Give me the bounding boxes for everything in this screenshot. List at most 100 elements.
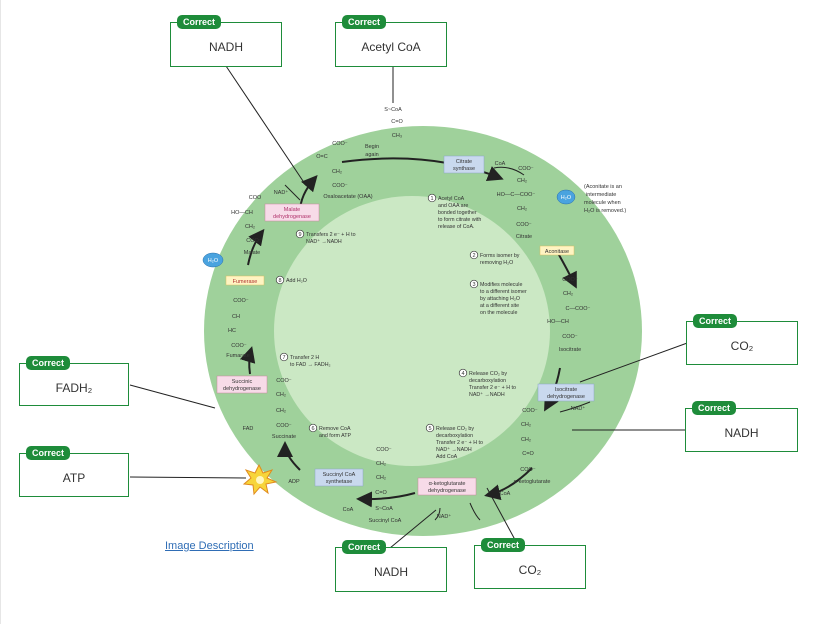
step-6-marker — [308, 423, 318, 433]
step-3-text: at a different site — [480, 303, 519, 309]
fad: FAD — [243, 426, 254, 432]
answer-value: FADH₂ — [55, 381, 93, 395]
answer-box-nadh-right[interactable]: Correct NADH — [685, 401, 798, 452]
answer-box-nadh-bottom[interactable]: Correct NADH — [335, 540, 447, 592]
succinyl-name: Succinyl CoA — [369, 518, 402, 524]
akg-2: CH₂ — [521, 422, 531, 428]
step-5-text: NAD⁺ →NADH — [436, 447, 472, 453]
correct-badge: Correct — [481, 538, 526, 552]
step-2-text: Forms isomer by — [480, 253, 520, 259]
svg-text:intermediate: intermediate — [586, 192, 616, 198]
isocitrate-1: COO⁻ — [562, 277, 578, 283]
enzyme-isocitrate-dh-1: Isocitrate — [555, 387, 577, 393]
coa-akg: CoA — [500, 491, 511, 497]
answer-value: ATP — [62, 471, 86, 485]
step-5-text: decarboxylation — [436, 433, 473, 439]
answer-value: NADH — [373, 565, 408, 579]
water-droplet-icon: H₂O — [202, 252, 224, 268]
enzyme-citrate-synthase-2: synthase — [453, 166, 475, 172]
step-9-text: Transfers 2 e⁻ + H to — [306, 232, 356, 238]
enzyme-succinic-dh-1: Succinic — [232, 379, 253, 385]
step-8-text: Add H₂O — [286, 278, 307, 284]
step-4-number: 4 — [461, 371, 464, 377]
succinate-3: CH₂ — [276, 408, 286, 414]
step-2-text: removing H₂O — [480, 260, 513, 266]
akg-1: COO⁻ — [522, 408, 538, 414]
step-9-marker — [295, 229, 305, 239]
malate-3: CH₂ — [245, 224, 255, 230]
step-1-text: release of CoA. — [438, 224, 475, 230]
step-5-text: Add CoA — [436, 454, 458, 460]
svg-text:H₂O: H₂O — [561, 195, 572, 201]
answer-value: CO₂ — [518, 563, 542, 577]
malate-4: COO⁻ — [246, 238, 262, 244]
answer-value: NADH — [724, 426, 759, 440]
step-6-number: 6 — [311, 426, 314, 432]
step-1-text: and OAA are — [438, 203, 468, 209]
succinate-4: COO⁻ — [276, 423, 292, 429]
step-3-text: by attaching H₂O — [480, 296, 520, 302]
fumarate-1: COO⁻ — [233, 298, 249, 304]
citrate-5: COO⁻ — [516, 222, 532, 228]
acetyl-1: S~CoA — [384, 107, 402, 113]
answer-box-nadh-top[interactable]: Correct NADH — [170, 15, 282, 67]
image-description-link[interactable]: Image Description — [165, 540, 254, 552]
answer-value: NADH — [208, 40, 243, 54]
nad-plus-akg: NAD⁺ — [437, 513, 452, 520]
succinate-1: COO⁻ — [276, 378, 292, 384]
enzyme-labels: Citrate synthase Aconitase Isocitrate de… — [216, 155, 595, 496]
answer-box-co2-right[interactable]: Correct CO₂ — [686, 314, 798, 365]
step-9-number: 9 — [298, 232, 301, 238]
correct-badge: Correct — [342, 540, 387, 554]
enzyme-fumerase: Fumerase — [233, 279, 258, 285]
oaa-name: Oxaloacetate (OAA) — [323, 194, 372, 200]
correct-badge: Correct — [26, 446, 71, 460]
step-5-marker — [425, 423, 435, 433]
step-3-text: Modifies molecule — [480, 282, 522, 288]
fumarate-name: Fumarate — [226, 353, 250, 359]
step-4-text: decarboxylation — [469, 378, 506, 384]
atp-starburst-icon — [242, 463, 278, 496]
molecules: S~CoA C=O CH₃ COO⁻ O=C CH₂ COO⁻ Oxaloace… — [226, 107, 590, 524]
isocitrate-4: HO—CH — [547, 319, 569, 325]
coa-1: CoA — [495, 161, 506, 167]
correct-badge: Correct — [177, 15, 222, 29]
isocitrate-5: COO⁻ — [562, 334, 578, 340]
succinyl-2: CH₂ — [376, 461, 386, 467]
adp: ADP — [288, 479, 300, 485]
aconitate-note: (Aconitate is an intermediate molecule w… — [584, 184, 626, 214]
answer-box-co2-bottom[interactable]: Correct CO₂ — [474, 538, 586, 589]
step-4-text: Release CO₂ by — [469, 371, 507, 377]
answer-box-fadh2[interactable]: Correct FADH₂ — [19, 356, 129, 406]
oaa-3: CH₂ — [332, 169, 342, 175]
answer-box-atp[interactable]: Correct ATP — [19, 446, 129, 497]
enzyme-isocitrate-dh-2: dehydrogenase — [547, 394, 585, 400]
step-7-text: Transfer 2 H — [290, 355, 319, 361]
step-1-number: 1 — [430, 196, 433, 202]
answer-value: Acetyl CoA — [361, 40, 421, 54]
svg-text:(Aconitate is an: (Aconitate is an — [584, 184, 622, 190]
akg-4: C=O — [522, 451, 534, 457]
step-4-text: Transfer 2 e⁻ + H to — [469, 385, 516, 391]
step-7-number: 7 — [282, 355, 285, 361]
malate-1: COO — [249, 195, 262, 201]
citrate-name: Citrate — [516, 234, 532, 240]
svg-text:molecule when: molecule when — [584, 200, 621, 206]
page-left-border — [0, 0, 1, 624]
step-5-text: Release CO₂ by — [436, 426, 474, 432]
step-8-number: 8 — [278, 278, 281, 284]
step-8-marker — [275, 275, 285, 285]
answer-box-acetyl-coa[interactable]: Correct Acetyl CoA — [335, 15, 447, 67]
enzyme-succinyl-synthetase-2: synthetase — [326, 479, 353, 485]
acetyl-3: CH₃ — [392, 133, 402, 139]
begin-again-2: again — [365, 152, 378, 158]
step-6-text: Remove CoA — [319, 426, 351, 432]
fumarate-2: CH — [232, 314, 240, 320]
enzyme-succinyl-synthetase-1: Succinyl CoA — [323, 472, 356, 478]
succinyl-5: S~CoA — [375, 506, 393, 512]
svg-text:H₂O is removed.): H₂O is removed.) — [584, 208, 626, 214]
isocitrate-2: CH₂ — [563, 291, 573, 297]
step-3-text: on the molecule — [480, 310, 517, 316]
